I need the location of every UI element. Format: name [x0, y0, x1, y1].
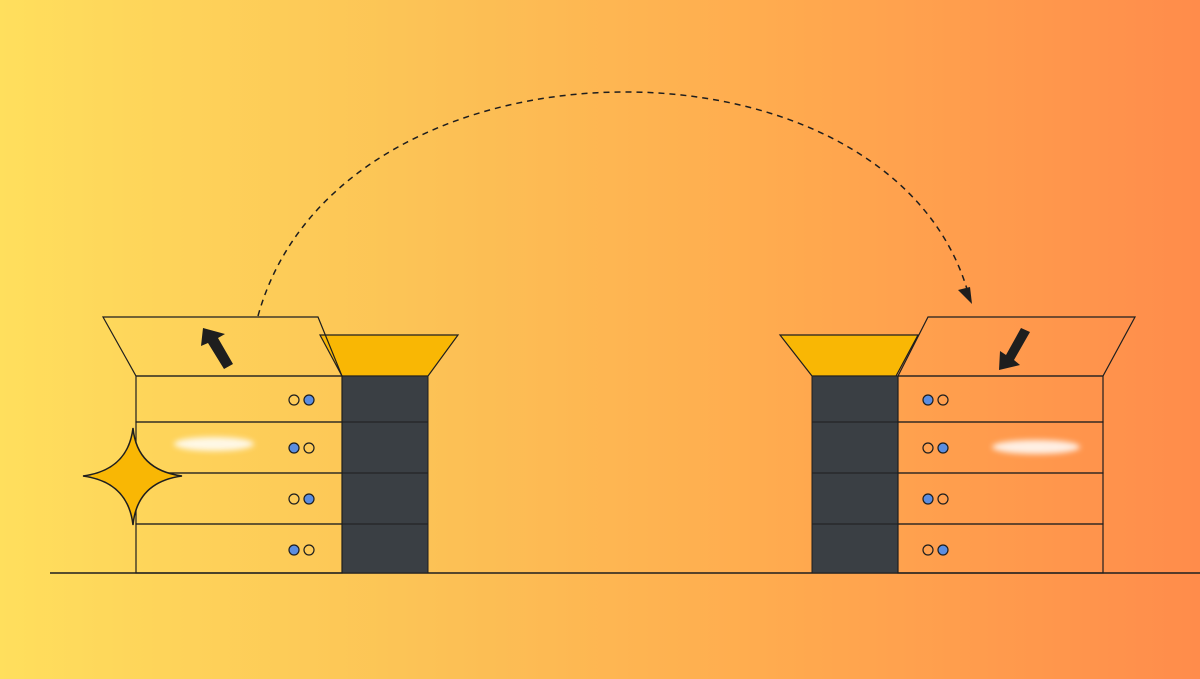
target-server [778, 316, 1137, 574]
target-drive-leds [922, 394, 949, 556]
source-drive-leds [288, 394, 315, 556]
source-column [341, 375, 429, 574]
sparkle-icon [82, 427, 183, 526]
arrow-down-left-icon [999, 328, 1030, 370]
source-drive [135, 523, 343, 574]
arrow-up-left-icon [201, 328, 233, 369]
target-column-top [778, 334, 920, 377]
transfer-arrowhead [958, 287, 972, 304]
source-data-streak [174, 437, 254, 451]
target-column [811, 375, 899, 574]
target-data-streak [992, 440, 1080, 454]
target-drive [897, 523, 1104, 574]
source-server [101, 316, 460, 574]
source-column-top [318, 334, 460, 377]
transfer-arc [257, 91, 971, 317]
